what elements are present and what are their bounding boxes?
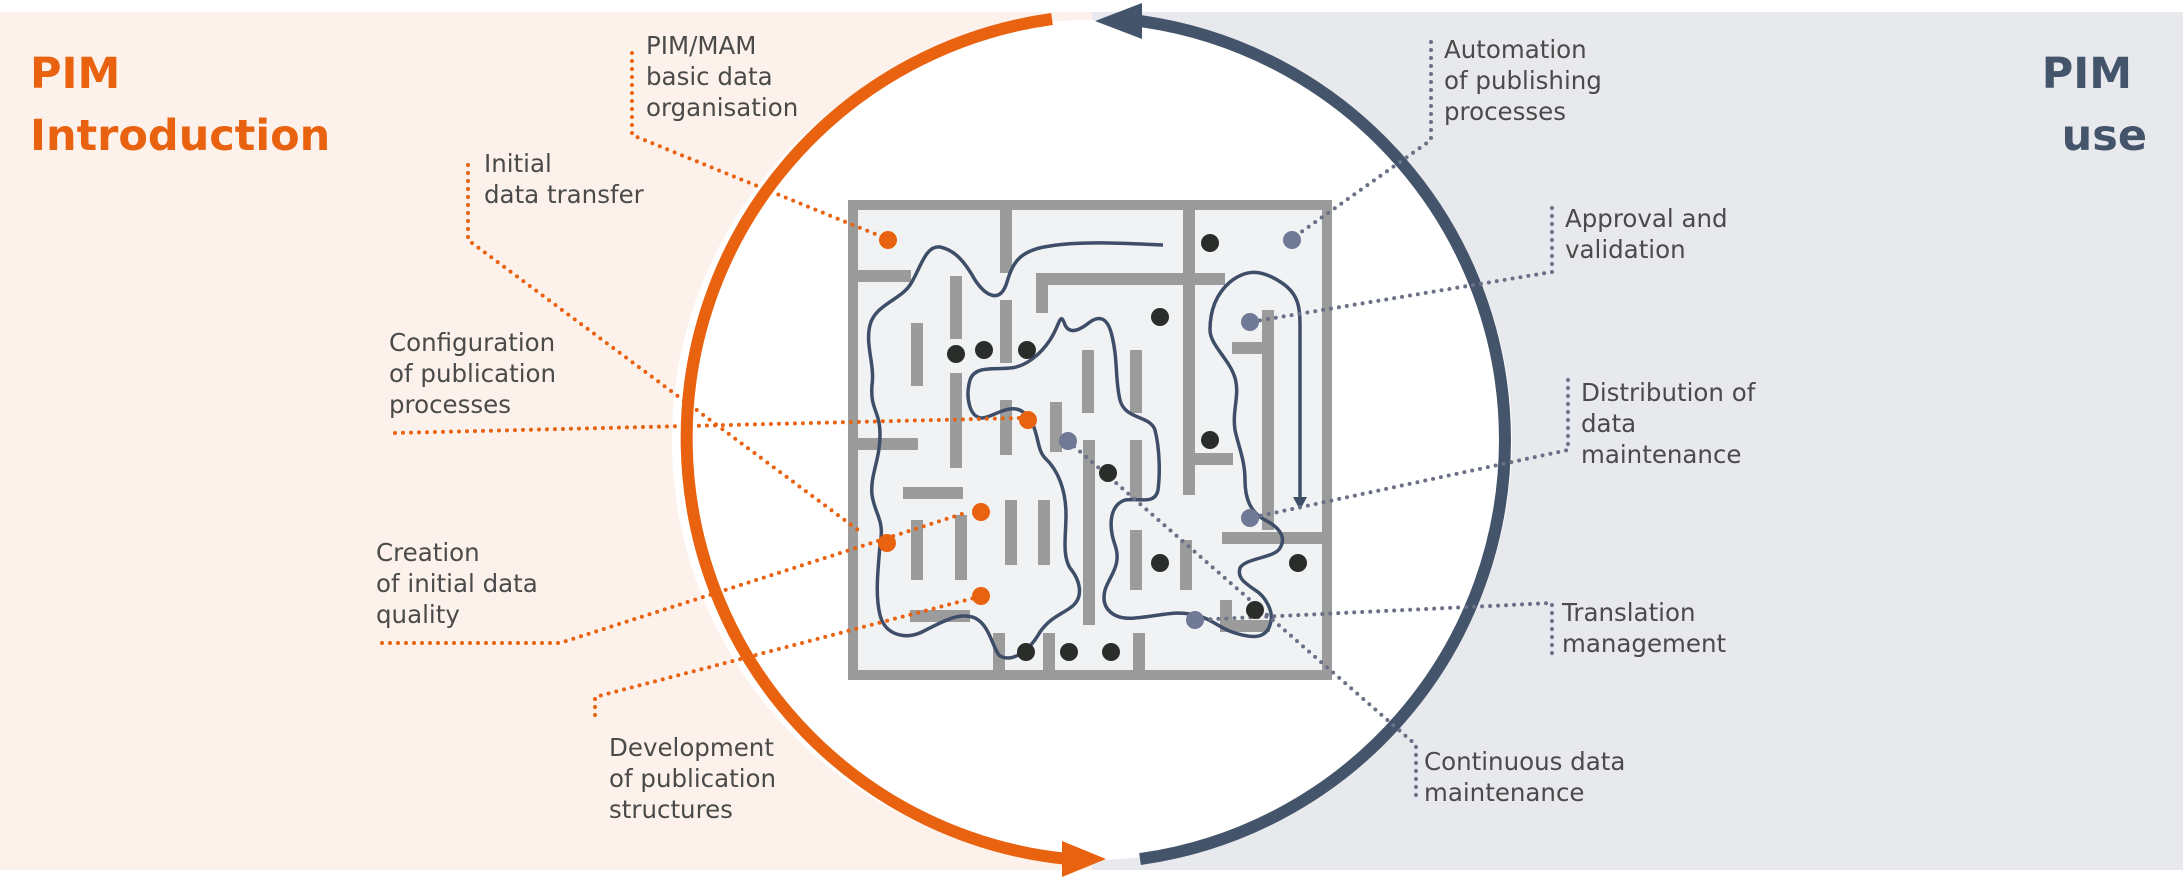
- label-distribution-line: Distribution of: [1581, 378, 1757, 407]
- label-automation-line: Automation: [1444, 35, 1587, 64]
- title-right-line-1: PIM: [2042, 49, 2132, 99]
- label-automation: Automation of publishing processes: [1444, 35, 1610, 126]
- label-pim-mam-line: PIM/MAM: [646, 31, 756, 60]
- label-configuration-line: of publication: [389, 359, 556, 388]
- label-continuous-line: Continuous data: [1424, 747, 1625, 776]
- title-left-line-2: Introduction: [30, 111, 330, 161]
- label-continuous-line: maintenance: [1424, 778, 1585, 807]
- label-configuration-line: Configuration: [389, 328, 555, 357]
- leader-configuration: [393, 416, 1022, 435]
- leader-initial-data-transfer: [466, 163, 860, 532]
- title-left-line-1: PIM: [30, 49, 120, 99]
- label-development-line: structures: [609, 795, 733, 824]
- label-initial-data-transfer: Initial data transfer: [484, 149, 645, 209]
- title-left: PIM Introduction: [30, 49, 330, 161]
- label-distribution-line: maintenance: [1581, 440, 1742, 469]
- label-distribution-line: data: [1581, 409, 1636, 438]
- maze-icon: [848, 200, 1332, 680]
- label-initial-data-transfer-line: data transfer: [484, 180, 645, 209]
- leader-translation: [1193, 600, 1554, 655]
- orange-arc: [680, 13, 1069, 865]
- circular-arrow-cycle-icon: [680, 3, 1511, 877]
- label-pim-mam-line: basic data: [646, 62, 773, 91]
- label-creation-line: quality: [376, 600, 460, 629]
- orange-dots: [878, 231, 1037, 605]
- leader-pim-mam: [630, 51, 887, 240]
- label-approval: Approval and validation: [1565, 204, 1735, 264]
- label-approval-line: Approval and: [1565, 204, 1728, 233]
- label-distribution: Distribution of data maintenance: [1581, 378, 1763, 469]
- label-development-line: of publication: [609, 764, 776, 793]
- maze-walls: [848, 200, 1332, 680]
- label-pim-mam: PIM/MAM basic data organisation: [646, 31, 798, 122]
- left-leader-lines: [380, 51, 1022, 717]
- title-right-line-2: use: [2062, 111, 2147, 161]
- label-development: Development of publication structures: [609, 733, 784, 824]
- leader-development: [593, 595, 980, 717]
- label-automation-line: of publishing: [1444, 66, 1602, 95]
- label-translation-line: Translation: [1561, 598, 1696, 627]
- label-pim-mam-line: organisation: [646, 93, 798, 122]
- label-configuration-line: processes: [389, 390, 511, 419]
- maze-path-arrowhead: [1293, 497, 1307, 510]
- dark-dots: [947, 234, 1307, 661]
- title-right: PIM use: [2042, 49, 2147, 161]
- label-translation-line: management: [1562, 629, 1727, 658]
- slate-dots: [1059, 231, 1301, 629]
- label-development-line: Development: [609, 733, 774, 762]
- leader-approval: [1248, 206, 1554, 324]
- leader-continuous: [1066, 439, 1418, 797]
- label-creation-line: of initial data: [376, 569, 538, 598]
- orange-arrowhead: [1062, 841, 1106, 877]
- leader-automation: [1288, 40, 1433, 242]
- label-creation-line: Creation: [376, 538, 480, 567]
- label-configuration: Configuration of publication processes: [389, 328, 564, 419]
- leader-creation: [380, 511, 967, 645]
- right-leader-lines: [1066, 40, 1570, 797]
- label-continuous: Continuous data maintenance: [1424, 747, 1633, 807]
- label-translation: Translation management: [1561, 598, 1727, 658]
- label-initial-data-transfer-line: Initial: [484, 149, 552, 178]
- navy-arrowhead: [1095, 3, 1142, 39]
- leader-distribution: [1248, 378, 1570, 520]
- label-creation: Creation of initial data quality: [376, 538, 546, 629]
- label-automation-line: processes: [1444, 97, 1566, 126]
- label-approval-line: validation: [1565, 235, 1686, 264]
- navy-arc: [1139, 15, 1511, 865]
- maze-path: [866, 241, 1302, 660]
